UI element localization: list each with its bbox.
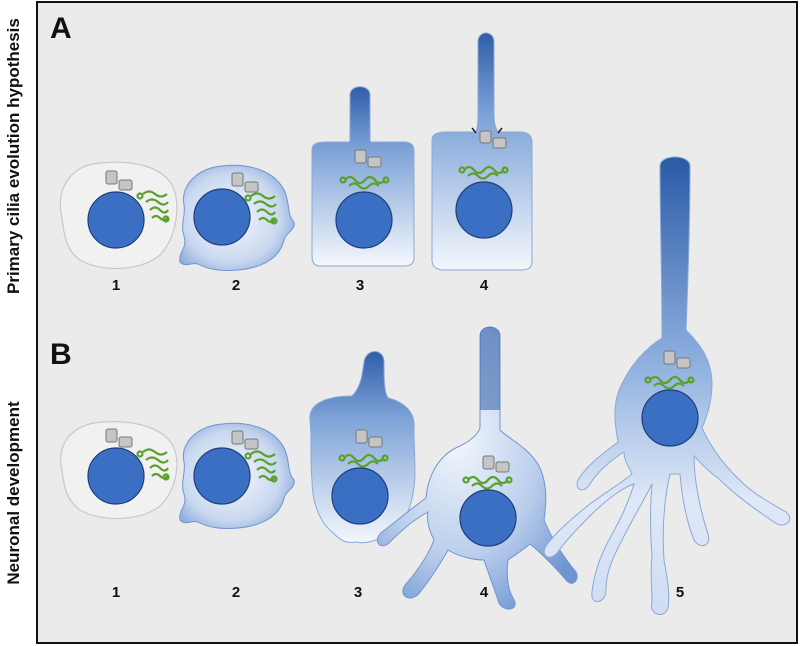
nucleus [193, 447, 251, 505]
stage-label-b3: 3 [354, 584, 362, 601]
panel-a-side-label: Primary cilia evolution hypothesis [4, 18, 23, 294]
golgi-icon [244, 192, 278, 225]
nucleus [335, 191, 393, 249]
nucleus [87, 447, 145, 505]
stage-label-b2: 2 [232, 584, 240, 601]
golgi-icon [339, 175, 390, 190]
stage-label-b1: 1 [112, 584, 120, 601]
golgi-icon [458, 165, 509, 180]
cell-b3 [309, 351, 416, 544]
nucleus [193, 188, 251, 246]
centriole-icon [105, 170, 133, 191]
centriole-icon [231, 172, 259, 193]
centriole-icon [479, 130, 507, 149]
panel-a-letter: A [50, 12, 72, 45]
centriole-icon [354, 149, 382, 168]
cell-a2 [179, 164, 295, 271]
panel-b-side-label: Neuronal development [4, 401, 23, 585]
golgi-icon [462, 475, 513, 490]
cell-a4 [431, 32, 533, 271]
cell-b2 [179, 422, 295, 529]
stage-label-a2: 2 [232, 277, 240, 294]
golgi-icon [644, 375, 695, 390]
centriole-icon [355, 429, 383, 448]
nucleus [87, 191, 145, 249]
stage-label-a4: 4 [480, 277, 489, 294]
stage-label-b5: 5 [676, 584, 684, 601]
nucleus [331, 467, 389, 525]
nucleus [455, 181, 513, 239]
panel-b-letter: B [50, 338, 72, 371]
cell-a3 [311, 86, 415, 267]
stage-label-b4: 4 [480, 584, 489, 601]
centriole-icon [231, 430, 259, 450]
centriole-icon [105, 428, 133, 448]
stage-label-a3: 3 [356, 277, 364, 294]
golgi-icon [136, 448, 170, 481]
nucleus [459, 489, 517, 547]
golgi-icon [338, 453, 389, 468]
stage-label-a1: 1 [112, 277, 120, 294]
nucleus [641, 389, 699, 447]
golgi-icon [244, 450, 278, 483]
golgi-icon [136, 190, 170, 223]
cell-b4 [377, 326, 578, 610]
cell-b1 [60, 421, 178, 520]
cell-a1 [59, 161, 178, 269]
cell-b5 [543, 156, 791, 616]
centriole-icon [482, 455, 510, 473]
centriole-icon [663, 350, 691, 369]
